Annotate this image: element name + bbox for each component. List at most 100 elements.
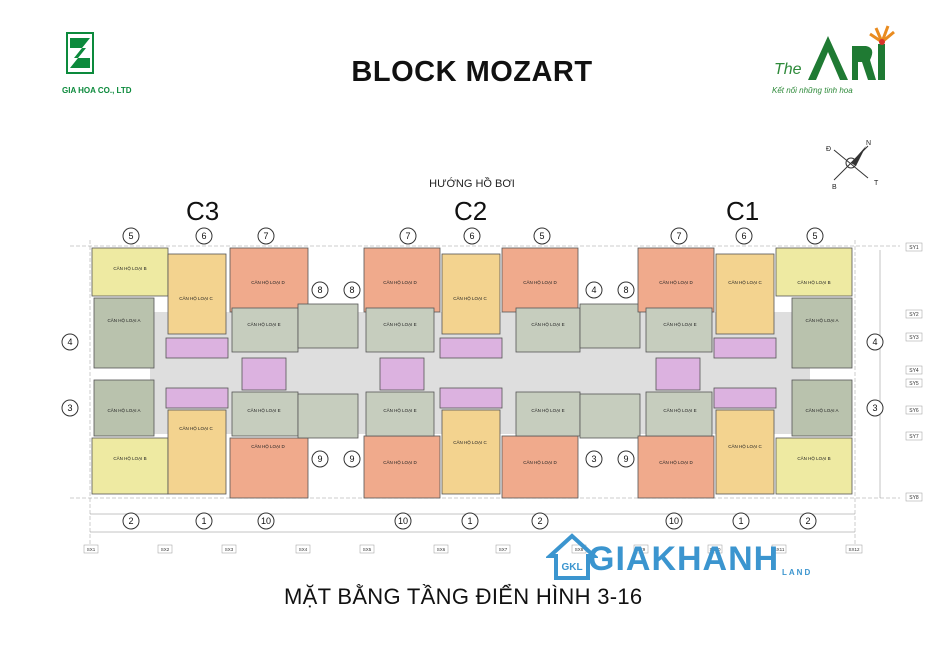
axis-tag: SX8 [575, 547, 584, 552]
axis-tag: SY8 [909, 495, 919, 501]
unit-e [645, 391, 713, 437]
inner-unit-num: 9 [623, 454, 628, 464]
unit-e [579, 303, 641, 349]
unit-d [229, 437, 309, 499]
bottom-unit-num: 2 [128, 516, 133, 526]
developer-logo [66, 32, 94, 76]
unit-type-label: CĂN HỘ LOẠI D [523, 279, 557, 285]
unit-type-label: CĂN HỘ LOẠI E [247, 321, 280, 327]
bottom-axis [83, 544, 863, 554]
top-unit-num: 6 [201, 231, 206, 241]
bottom-unit-num: 10 [261, 516, 271, 526]
unit-b [91, 437, 169, 495]
right-axis-labels: SY1 SY2 SY3 SY4 SY5 SY6 SY7 SY8 [909, 245, 919, 501]
axis-tag: SY6 [909, 408, 919, 414]
art-logo-icon: The [774, 25, 895, 80]
axis-tag: SX1 [87, 547, 96, 552]
unit-type-label: CĂN HỘ LOẠI D [251, 279, 285, 285]
axis-tag: SX5 [363, 547, 372, 552]
block-label-c2: C2 [454, 196, 488, 226]
block-c2 [363, 247, 641, 499]
developer-name: GIA HOA CO., LTD [62, 86, 132, 95]
unit-type-label: CĂN HỘ LOẠI B [113, 455, 146, 461]
axis-tag: SX10 [709, 547, 721, 552]
art-slogan: Kết nối những tinh hoa [772, 86, 853, 95]
compass-t: T [874, 180, 879, 187]
unit-type-label: CĂN HỘ LOẠI D [523, 459, 557, 465]
unit-a [791, 379, 853, 437]
right-axis [905, 242, 923, 502]
gia-hoa-logo-icon [66, 32, 94, 74]
top-unit-num: 7 [405, 231, 410, 241]
stair [655, 357, 701, 391]
unit-type-label: CĂN HỘ LOẠI E [383, 321, 416, 327]
inner-unit-num: 8 [349, 285, 354, 295]
top-unit-num: 6 [469, 231, 474, 241]
axis-tag: SX7 [499, 547, 508, 552]
unit-e [365, 391, 435, 437]
top-unit-num: 7 [676, 231, 681, 241]
pool-direction: HƯỚNG HỒ BƠI [429, 178, 515, 190]
block-c3 [91, 247, 359, 499]
inner-unit-num: 8 [623, 285, 628, 295]
watermark-badge: GKL [561, 562, 582, 573]
core [439, 387, 503, 409]
stair [379, 357, 425, 391]
core [165, 387, 229, 409]
axis-tag: SY1 [909, 245, 919, 251]
unit-e [365, 307, 435, 353]
unit-type-label: CĂN HỘ LOẠI A [805, 407, 838, 413]
unit-markers [61, 227, 884, 530]
top-unit-num: 5 [812, 231, 817, 241]
unit-d [229, 247, 309, 313]
inner-unit-num: 3 [591, 454, 596, 464]
unit-e [579, 393, 641, 439]
axis-tag: SY3 [909, 335, 919, 341]
unit-type-label: CĂN HỘ LOẠI E [531, 407, 564, 413]
unit-type-label: CĂN HỘ LOẠI C [728, 279, 762, 285]
unit-c [167, 253, 227, 335]
unit-a [791, 297, 853, 369]
unit-c [441, 253, 501, 335]
stair [241, 357, 287, 391]
unit-type-label: CĂN HỘ LOẠI D [383, 459, 417, 465]
bottom-axis-labels: SX1 SX2 SX3 SX4 SX5 SX6 SX7 SX8 SX9 SX10… [87, 547, 860, 552]
side-unit-num: 3 [67, 403, 72, 413]
art-logo-the: The [774, 61, 802, 78]
unit-e [515, 307, 581, 353]
grid-lines [70, 240, 900, 550]
watermark-logo: GKL [544, 530, 600, 582]
axis-tag: SY7 [909, 434, 919, 440]
unit-type-label: CĂN HỘ LOẠI C [728, 443, 762, 449]
unit-type-label: CĂN HỘ LOẠI C [179, 295, 213, 301]
side-unit-num: 4 [872, 337, 877, 347]
unit-type-label: CĂN HỘ LOẠI A [805, 317, 838, 323]
bottom-unit-num: 10 [669, 516, 679, 526]
axis-tag: SX9 [637, 547, 646, 552]
core [713, 337, 777, 359]
bottom-unit-num: 1 [738, 516, 743, 526]
unit-e [645, 307, 713, 353]
unit-type-label: CĂN HỘ LOẠI D [383, 279, 417, 285]
unit-b [775, 437, 853, 495]
unit-type-label: CĂN HỘ LOẠI C [179, 425, 213, 431]
inner-unit-num: 9 [317, 454, 322, 464]
unit-type-label: CĂN HỘ LOẠI E [247, 407, 280, 413]
inner-unit-num: 8 [317, 285, 322, 295]
block-label-c3: C3 [186, 196, 220, 226]
top-unit-num: 5 [539, 231, 544, 241]
unit-a [93, 297, 155, 369]
unit-b [775, 247, 853, 297]
bottom-unit-num: 10 [398, 516, 408, 526]
unit-marker-labels: 5 6 7 7 6 5 7 6 5 2 1 10 10 1 2 10 1 2 4… [67, 231, 877, 526]
unit-d [637, 435, 715, 499]
art-logo: The [770, 22, 900, 86]
unit-e [297, 393, 359, 439]
unit-type-label: CĂN HỘ LOẠI E [383, 407, 416, 413]
unit-type-label: CĂN HỘ LOẠI B [113, 265, 146, 271]
unit-type-label: CĂN HỘ LOẠI E [663, 407, 696, 413]
unit-e [297, 303, 359, 349]
unit-type-labels: CĂN HỘ LOẠI B CĂN HỘ LOẠI C CĂN HỘ LOẠI … [107, 265, 838, 465]
plan-caption: MẶT BẰNG TẦNG ĐIỂN HÌNH 3-16 [284, 584, 643, 609]
